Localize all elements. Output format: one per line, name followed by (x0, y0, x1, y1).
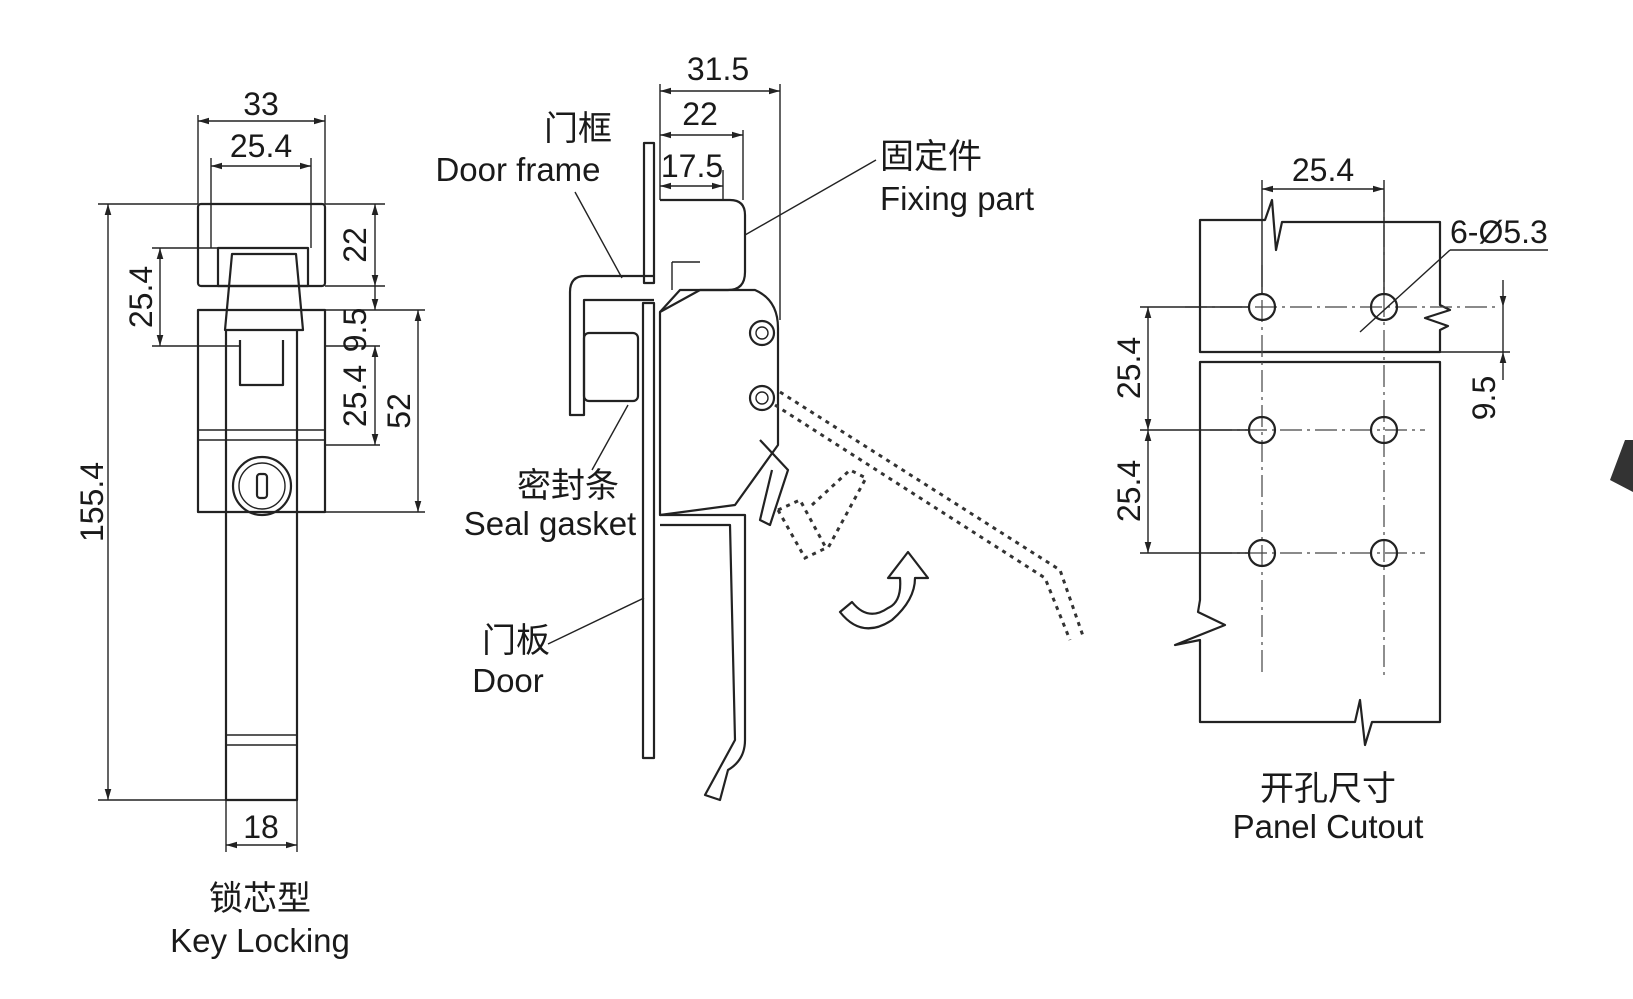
seal-gasket (582, 331, 640, 403)
leader-door (547, 597, 645, 645)
dim-pitch-25-4-b: 25.4 (337, 365, 373, 427)
caption-key-locking-en: Key Locking (170, 922, 350, 959)
dim-52: 52 (381, 393, 417, 429)
door-frame-flange (568, 274, 654, 417)
dim-9-5: 9.5 (337, 308, 373, 352)
door-panel (641, 301, 656, 760)
dim-cutout-pitch-b: 25.4 (1111, 460, 1147, 522)
latch-hook (238, 340, 285, 387)
side-section-view: 31.5 22 17.5 门框 Door frame 固定件 Fixing pa… (435, 51, 1085, 802)
label-seal-gasket-cn: 密封条 (517, 466, 619, 506)
door-frame-plate (642, 141, 656, 285)
label-fixing-part-cn: 固定件 (880, 137, 982, 177)
trigger-open-position (810, 468, 869, 549)
trigger-lever (758, 439, 790, 527)
keyhole-icon (255, 472, 269, 500)
leader-seal-gasket (591, 404, 629, 471)
panel-cutout-view: 25.4 6-Ø5.3 25.4 25.4 9.5 开孔尺寸 Panel Cut… (1111, 152, 1633, 845)
dim-25-4: 25.4 (230, 128, 292, 164)
dim-22: 22 (337, 227, 373, 263)
dim-31-5: 31.5 (687, 51, 749, 87)
dim-155-4: 155.4 (74, 462, 110, 542)
hole-icon (1369, 538, 1399, 568)
latch-body (658, 288, 780, 517)
handle-body (224, 330, 299, 802)
dim-33: 33 (243, 86, 279, 122)
dim-18: 18 (243, 809, 279, 845)
rotation-arrow-icon (838, 550, 930, 630)
lock-cylinder-icon (231, 455, 293, 517)
fixing-part (659, 198, 747, 313)
label-door-cn: 门板 (482, 621, 550, 661)
rivet-icon (748, 384, 776, 412)
lower-panel (1173, 360, 1442, 747)
hole-icon (1369, 415, 1399, 445)
leader-holes (1359, 249, 1451, 333)
dim-pitch-25-4: 25.4 (123, 266, 159, 328)
middle-body (196, 308, 327, 514)
handle-open-position (779, 390, 1085, 637)
handle-open-position (774, 403, 1072, 641)
label-fixing-part-en: Fixing part (880, 180, 1034, 217)
latch-tongue (223, 252, 305, 332)
trigger-open-position (775, 498, 829, 560)
upper-panel (1198, 198, 1452, 354)
label-door-frame-en: Door frame (435, 151, 600, 188)
lock-cylinder-inner (238, 462, 286, 510)
dim-22-side: 22 (682, 96, 718, 132)
dim-cutout-9-5: 9.5 (1466, 376, 1502, 420)
label-seal-gasket-en: Seal gasket (464, 505, 636, 542)
leader-fixing-part (744, 159, 877, 236)
leader-door-frame (574, 191, 623, 279)
label-door-en: Door (472, 662, 544, 699)
caption-panel-cutout-cn: 开孔尺寸 (1260, 769, 1396, 809)
caption-key-locking-cn: 锁芯型 (209, 879, 311, 919)
top-block-recess (216, 246, 310, 288)
label-door-frame-cn: 门框 (544, 109, 612, 149)
rivet-icon (748, 319, 776, 347)
edge-fragment (1610, 440, 1633, 492)
rivet-inner (755, 326, 769, 340)
caption-panel-cutout-en: Panel Cutout (1233, 808, 1424, 845)
fixing-part-detail (671, 261, 700, 290)
dim-17-5: 17.5 (661, 148, 723, 184)
dim-cutout-pitch-a: 25.4 (1111, 337, 1147, 399)
side-handle (660, 513, 747, 802)
dim-cutout-25-4: 25.4 (1292, 152, 1354, 188)
dim-holes: 6-Ø5.3 (1450, 214, 1548, 250)
rivet-inner (755, 391, 769, 405)
key-locking-view: 33 25.4 155.4 25.4 22 9.5 25.4 (74, 86, 425, 959)
